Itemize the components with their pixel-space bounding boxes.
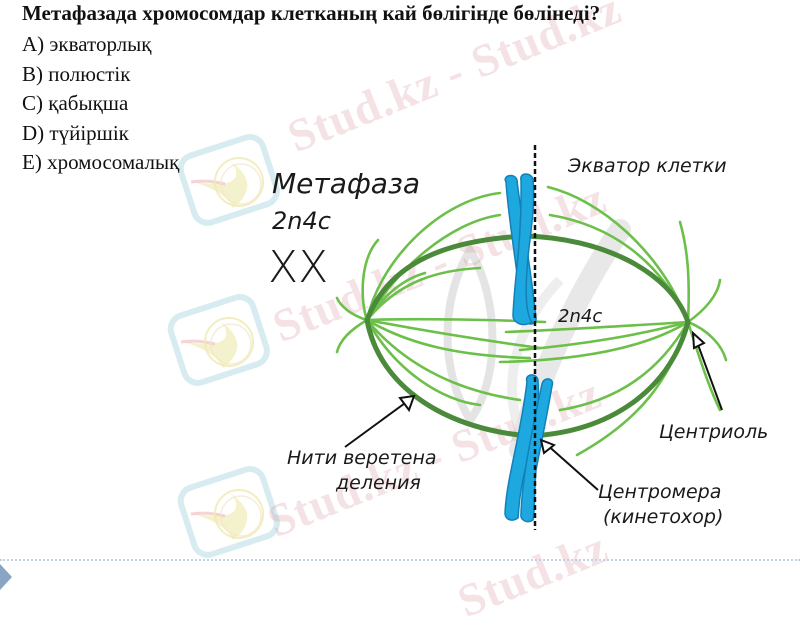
option-a[interactable]: A) экваторлық <box>22 32 152 56</box>
option-c[interactable]: C) қабықша <box>22 91 129 115</box>
chromosome-symbol: XX <box>268 242 328 293</box>
metaphase-diagram: Метафаза 2n4c XX Экватор клетки 2n4c Цен… <box>268 145 768 530</box>
spindle-fibers-light <box>335 185 728 457</box>
centriole-arrow <box>696 341 723 411</box>
option-b[interactable]: B) полюстік <box>22 61 131 86</box>
footer-separator <box>0 559 800 561</box>
triangle-right-icon[interactable] <box>0 564 12 590</box>
diagram-title: Метафаза <box>272 167 420 200</box>
equator-label: Экватор клетки <box>567 155 727 177</box>
centromere-label-line2: (кинетохор) <box>603 506 723 528</box>
spindle-fibers-dark <box>364 233 691 439</box>
spindle-label-line2: деления <box>335 472 421 494</box>
option-e[interactable]: E) хромосомалық <box>22 150 180 174</box>
question-text: Метафазада хромосомдар клетканың кай бөл… <box>22 1 601 25</box>
label-arrows <box>344 330 723 491</box>
centromere-label-line1: Центромера <box>598 481 721 503</box>
spindle-label-line1: Нити веретена <box>287 447 437 469</box>
chromosome-formula-label: 2n4c <box>558 306 602 327</box>
diagram-formula: 2n4c <box>272 207 331 235</box>
answer-options: A) экваторлық B) полюстік C) қабықша D) … <box>22 30 179 178</box>
option-d[interactable]: D) түйіршік <box>22 120 129 145</box>
spindle-arrow <box>344 397 413 448</box>
chromosome-upper <box>504 173 537 326</box>
centriole-label: Центриоль <box>659 421 768 443</box>
centromere-arrow <box>544 442 599 491</box>
